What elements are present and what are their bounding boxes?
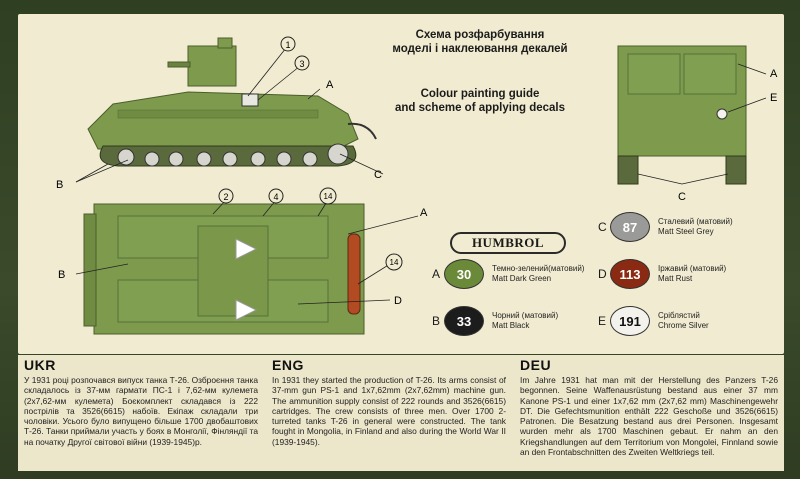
title-ua-line-1: Схема розфарбування (415, 29, 545, 41)
callout-b-top: B (58, 269, 65, 281)
eng-heading: ENG (272, 357, 304, 373)
paint-description: Іржавий (матовий)Matt Rust (658, 264, 726, 284)
tank-front-view: A E C (617, 45, 778, 203)
deu-body: Im Jahre 1931 hat man mit der Herstellun… (520, 375, 778, 458)
deu-column: DEU Im Jahre 1931 hat man mit der Herste… (514, 355, 784, 471)
callout-c: C (374, 169, 382, 181)
paint-name-en: Matt Rust (658, 274, 693, 283)
callout-14-right: 14 (390, 258, 399, 267)
paint-name-ua: Чорний (матовий) (492, 311, 559, 320)
paint-code-badge: 87 (610, 212, 650, 242)
paint-code-badge: 33 (444, 306, 484, 336)
paint-description: Сталевий (матовий)Matt Steel Grey (658, 217, 733, 237)
title-ukrainian: Схема розфарбування моделі і наклеювання… (390, 28, 570, 56)
paint-name-ua: Сріблястий (658, 311, 700, 320)
paint-name-ua: Іржавий (матовий) (658, 264, 727, 273)
paint-name-en: Matt Black (492, 321, 530, 330)
history-text-panel: UKR У 1931 році розпочався випуск танка … (18, 355, 784, 471)
paint-swatch-d: D 113 Іржавий (матовий)Matt Rust (598, 259, 726, 289)
painting-guide-sheet: 1 3 A B C (18, 14, 784, 354)
title-en-line-1: Colour painting guide (420, 88, 540, 100)
title-english: Colour painting guide and scheme of appl… (390, 87, 570, 115)
paint-swatch-a: A 30 Темно-зелений(матовий)Matt Dark Gre… (432, 259, 584, 289)
paint-name-en: Matt Dark Green (492, 274, 552, 283)
callout-d: D (394, 295, 402, 307)
title-en-line-2: and scheme of applying decals (395, 102, 565, 114)
ukr-column: UKR У 1931 році розпочався випуск танка … (18, 355, 264, 471)
paint-name-en: Matt Steel Grey (658, 227, 714, 236)
paint-code-badge: 30 (444, 259, 484, 289)
paint-description: Темно-зелений(матовий)Matt Dark Green (492, 264, 584, 284)
paint-description: Чорний (матовий)Matt Black (492, 311, 558, 331)
callout-a: A (326, 79, 334, 91)
eng-body: In 1931 they started the production of T… (272, 375, 506, 447)
callout-3: 3 (299, 59, 304, 69)
callout-4: 4 (273, 192, 278, 202)
callout-e: E (770, 92, 777, 104)
paint-swatch-b: B 33 Чорний (матовий)Matt Black (432, 306, 558, 336)
paint-letter: E (598, 314, 607, 328)
callout-a-top: A (420, 207, 428, 219)
paint-letter: D (598, 267, 607, 281)
eng-column: ENG In 1931 they started the production … (266, 355, 512, 471)
callout-1: 1 (285, 40, 290, 50)
paint-letter: C (598, 220, 607, 234)
humbrol-logo: HUMBROL (450, 232, 566, 254)
paint-letter: B (432, 314, 441, 328)
tank-side-view: 1 3 A B C (56, 36, 384, 191)
paint-swatch-c: C 87 Сталевий (матовий)Matt Steel Grey (598, 212, 733, 242)
callout-2: 2 (223, 192, 228, 202)
callout-b: B (56, 179, 63, 191)
paint-name-ua: Темно-зелений(матовий) (492, 264, 585, 273)
callout-a-front: A (770, 68, 778, 80)
deu-heading: DEU (520, 357, 552, 373)
tank-top-view: 2 4 14 14 A B D (58, 187, 428, 335)
paint-code-badge: 191 (610, 306, 650, 336)
ukr-heading: UKR (24, 357, 56, 373)
paint-code-badge: 113 (610, 259, 650, 289)
callout-c-front: C (678, 191, 686, 203)
ukr-body: У 1931 році розпочався випуск танка Т-26… (24, 375, 258, 447)
paint-letter: A (432, 267, 441, 281)
paint-name-en: Chrome Silver (658, 321, 709, 330)
title-ua-line-2: моделі і наклеювання декалей (392, 43, 568, 55)
callout-14-top: 14 (324, 192, 333, 201)
paint-name-ua: Сталевий (матовий) (658, 217, 733, 226)
